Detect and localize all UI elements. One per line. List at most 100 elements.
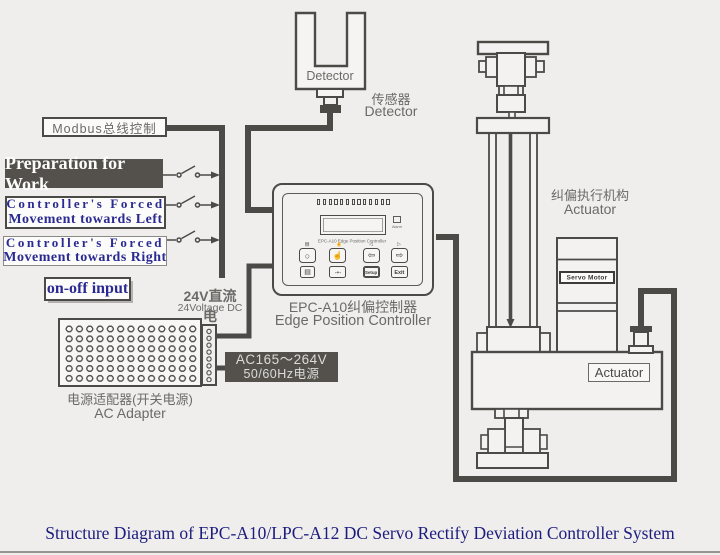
terminal-pin [345,199,350,205]
lower-shaft-block [504,417,524,456]
lower-roller-tab-right [522,428,541,454]
button-legend-icon: ☝ [336,241,342,247]
modbus-label: Modbus总线控制 [52,121,157,136]
plug-cap [630,326,652,332]
terminal-pin [351,199,355,205]
detector-plug [316,88,344,98]
switch-preparation[interactable] [163,165,212,178]
detector-label-en: Detector [364,103,418,119]
ac-voltage-label: AC165～264V [235,351,328,367]
alarm-led [393,216,401,223]
button-legend-icon: ▷ [397,241,401,247]
on-off-input-box: on-off input [44,277,131,301]
controller-label-en: Edge Position Controller [274,313,432,329]
lower-roller-tab-left [487,428,506,454]
display-mode-icon: ▤ [304,269,311,276]
switch-move-right[interactable] [167,230,212,243]
top-roller-tab-right [524,56,537,78]
arrowhead-icon [211,171,220,179]
lower-coupling-inner [503,408,520,419]
terminal-pin [386,199,390,205]
base-plate [476,452,549,469]
screw-mount-wing-left [476,332,488,353]
button-legend-icon: ◁ [369,241,373,247]
ac-supply-box: AC165～264V 50/60Hz电源 [225,352,338,382]
terminal-pin [317,199,321,205]
terminal-pin [328,199,332,205]
forced-left-line2: Movement towards Left [8,211,163,227]
actuator-machine [470,40,664,469]
terminal-pin [380,199,384,205]
dc-power-cable [215,263,272,339]
setup-button-label: Setup [365,269,378,275]
lower-roller-nub-left [480,434,489,450]
move-right-button[interactable]: ⇨ [391,248,408,263]
move-left-button[interactable]: ⇦ [363,248,380,263]
actuator-body-nameplate: Actuator [588,363,650,382]
stop-button[interactable]: ○ [299,248,316,263]
guide-column-left [488,132,497,330]
centering-button[interactable]: -+- [329,266,346,278]
arrowhead-icon [211,236,220,244]
top-roller-nub-right [535,60,545,73]
terminal-screws [204,328,214,382]
top-roller-tab-left [485,56,498,78]
faceplate-model-text: EPC-A10 Edge Position Controller [317,238,387,244]
terminal-pin [357,199,361,205]
adapter-terminal-strip [201,324,217,386]
upper-wide-plate [475,116,551,135]
controller-label-cn: EPC-A10纠偏控制器 [288,299,418,315]
forced-right-line1: Controller's Forced [5,234,165,250]
actuator-label-en: Actuator [563,201,617,217]
terminal-pin [322,199,326,205]
display-mode-button[interactable]: ▤ [300,266,315,278]
actuator-cable-plug [628,326,654,354]
dc-voltage-label-cn: 24V直流电 [183,288,237,324]
detector-label-cn: 传感器 [371,92,411,107]
forced-move-right-box: Controller's Forced Movement towards Rig… [3,234,167,266]
switch-move-left[interactable] [166,195,212,208]
terminal-pin [363,199,367,205]
ac-adapter [58,318,202,387]
alarm-label: Alarm [391,224,403,229]
modbus-bus-wire [167,125,225,278]
adapter-label-cn: 电源适配器(开关电源) [67,392,193,407]
adapter-label-en: AC Adapter [94,405,166,421]
setup-button[interactable]: Setup [363,266,380,278]
servo-motor-body [556,237,618,353]
actuator-body-label: Actuator [594,365,644,380]
ac-frequency-label: 50/60Hz电源 [243,366,320,381]
screw-arrowhead-icon [506,319,515,328]
arrowhead-icon [211,201,220,209]
servo-motor-label: Servo Motor [566,273,608,282]
detector-plug-stem [323,96,338,106]
detector-cable-cap [320,105,341,113]
forced-move-left-box: Controller's Forced Movement towards Lef… [5,196,166,229]
actuator-cable [436,234,677,482]
exit-button[interactable]: Exit [391,266,408,278]
top-coupling-inner [503,85,519,96]
terminal-pin [369,199,373,205]
manual-hand-button[interactable]: ☝ [329,248,346,263]
adapter-vent-grid [63,323,197,382]
right-arrow-icon: ⇨ [395,250,404,260]
exit-button-label: Exit [394,268,405,276]
epc-controller: EPC-A10 Edge Position Controller Alarm ▤… [272,183,434,296]
left-arrow-icon: ⇦ [367,250,376,260]
controller-faceplate-frame [282,193,423,286]
forced-left-line1: Controller's Forced [6,196,165,212]
terminal-pin [334,199,338,205]
diagram-title: Structure Diagram of EPC-A10/LPC-A12 DC … [45,523,675,543]
modbus-control-box: Modbus总线控制 [42,117,167,137]
forced-right-line2: Movement towards Right [3,250,167,266]
bottom-divider [0,551,720,553]
button-legend-icon: ▤ [304,241,310,247]
dc-voltage-label-en: 24Voltage DC [177,302,243,314]
bus-arrowheads [211,171,220,244]
plug-base [628,345,654,354]
preparation-box: Preparation for Work [5,153,163,194]
terminal-pin [374,199,378,205]
actuator-label-cn: 纠偏执行机构 [550,188,629,203]
